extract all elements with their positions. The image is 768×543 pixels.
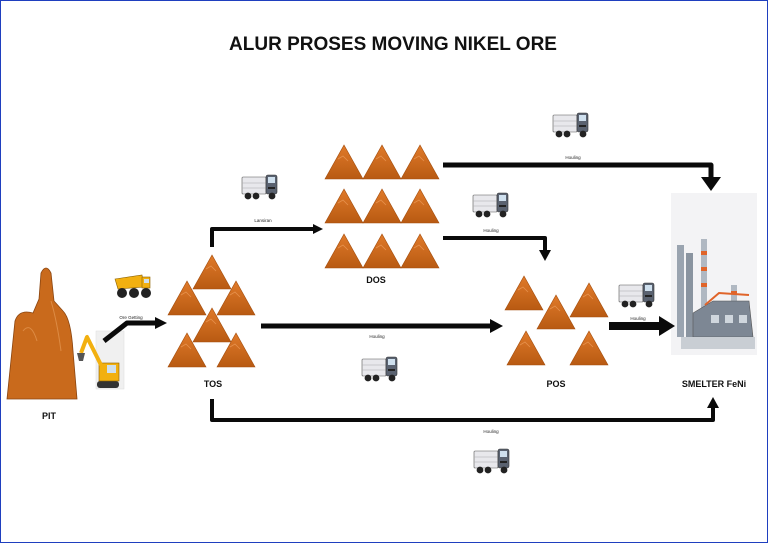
dump-truck-icon bbox=[241, 174, 278, 200]
dump-truck-icon bbox=[473, 448, 510, 474]
arrowhead-tos-smelter bbox=[707, 397, 719, 408]
stockpile-icon bbox=[324, 233, 364, 269]
stockpile-icon bbox=[400, 144, 440, 180]
arrowhead-dos-smelter bbox=[701, 177, 721, 191]
edge-label-ore-getting: Ore Getting bbox=[119, 315, 143, 320]
dos-stockpile-group bbox=[324, 144, 440, 269]
edge-tos-dos bbox=[210, 227, 313, 247]
stockpile-icon bbox=[569, 330, 609, 366]
stockpile-icon bbox=[192, 254, 232, 290]
dump-truck-icon bbox=[472, 192, 509, 218]
edge-label-dos-pos: Houling bbox=[483, 228, 499, 233]
articulated-hauler-icon bbox=[114, 274, 151, 298]
stockpile-icon bbox=[324, 188, 364, 224]
node-label-pos: POS bbox=[546, 379, 565, 389]
stockpile-icon bbox=[569, 282, 609, 318]
edge-dos-pos bbox=[443, 236, 547, 251]
excavator-icon bbox=[77, 330, 125, 390]
stockpile-icon bbox=[506, 330, 546, 366]
node-label-smelter: SMELTER FeNi bbox=[682, 379, 746, 389]
edge-label-pos-smelter: Houling bbox=[630, 316, 646, 321]
edge-label-dos-smelter: Houling bbox=[565, 155, 581, 160]
edge-label-tos-smelter: Houling bbox=[483, 429, 499, 434]
tos-stockpile-group bbox=[167, 254, 256, 368]
pos-stockpile-group bbox=[504, 275, 609, 366]
stockpile-icon bbox=[536, 294, 576, 330]
dump-truck-icon bbox=[361, 356, 398, 382]
dump-truck-icon bbox=[618, 282, 655, 308]
stockpile-icon bbox=[362, 188, 402, 224]
stockpile-icon bbox=[400, 188, 440, 224]
arrowhead-tos-pos bbox=[490, 319, 503, 333]
stockpile-icon bbox=[324, 144, 364, 180]
node-label-pit: PIT bbox=[42, 411, 57, 421]
node-label-dos: DOS bbox=[366, 275, 386, 285]
arrowhead-ore-getting bbox=[155, 317, 167, 329]
node-label-tos: TOS bbox=[204, 379, 222, 389]
diagram-title: ALUR PROSES MOVING NIKEL ORE bbox=[229, 34, 557, 55]
arrowhead-tos-dos bbox=[313, 224, 323, 234]
stockpile-icon bbox=[400, 233, 440, 269]
pit-mountain-icon bbox=[6, 267, 78, 400]
smelter-plant-icon bbox=[671, 193, 757, 355]
stockpile-icon bbox=[362, 233, 402, 269]
edge-tos-smelter bbox=[210, 399, 715, 422]
edge-dos-smelter bbox=[443, 162, 714, 179]
edge-ore-getting bbox=[102, 320, 156, 343]
edge-label-tos-pos: Houling bbox=[369, 334, 385, 339]
edge-label-tos-dos: Lansiran bbox=[254, 218, 272, 223]
arrowhead-dos-pos bbox=[539, 250, 551, 261]
stockpile-icon bbox=[362, 144, 402, 180]
arrowhead-pos-smelter bbox=[659, 316, 675, 336]
stockpile-icon bbox=[504, 275, 544, 311]
dump-truck-icon bbox=[552, 112, 589, 138]
